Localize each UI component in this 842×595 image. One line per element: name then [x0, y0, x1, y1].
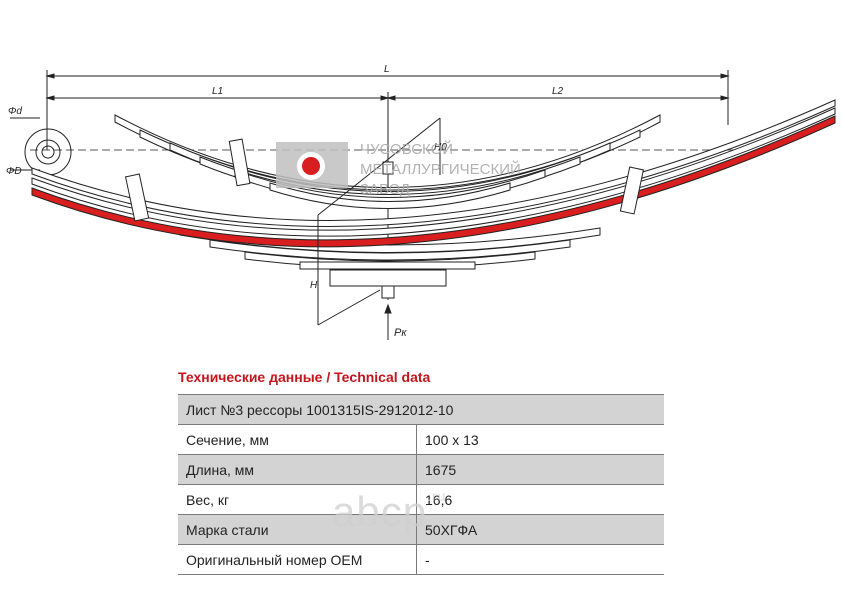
row-value: 100 х 13 [416, 424, 664, 455]
row-label: Длина, мм [178, 454, 417, 485]
table-header: Лист №3 рессоры 1001315IS-2912012-10 [178, 394, 664, 425]
dim-label-L1: L1 [212, 86, 223, 97]
logo-line-2: МЕТАЛЛУРГИЧЕСКИЙ [360, 160, 521, 178]
dim-label-d: Φd [8, 106, 22, 117]
row-value: - [416, 544, 664, 575]
dim-label-H0: H0 [434, 142, 447, 153]
row-label: Вес, кг [178, 484, 417, 515]
plant-logo: ЧУСОВСКОЙ МЕТАЛЛУРГИЧЕСКИЙ ЗАВОД [276, 140, 521, 198]
row-value: 16,6 [416, 484, 664, 515]
logo-line-1: ЧУСОВСКОЙ [360, 140, 453, 158]
row-value: 50ХГФА [416, 514, 664, 545]
watermark: abcp.ru [332, 488, 446, 536]
table-header-row: Лист №3 рессоры 1001315IS-2912012-10 [178, 394, 664, 425]
row-label: Оригинальный номер OEM [178, 544, 417, 575]
highlighted-leaf [31, 115, 836, 248]
dim-label-L2: L2 [552, 86, 564, 97]
row-label: Марка стали [178, 514, 417, 545]
table-row: Вес, кг 16,6 [178, 484, 664, 515]
clamp-right [619, 166, 645, 215]
watermark-text: abcp [332, 488, 428, 535]
dim-label-L: L [384, 64, 390, 75]
table-row: Оригинальный номер OEM - [178, 544, 664, 575]
table-row: Марка стали 50ХГФА [178, 514, 664, 545]
clamp-left [124, 173, 150, 222]
force-label: Рк [394, 327, 407, 339]
leaf-spring-drawing: L L1 L2 Φd ΦD H H0 Рк ЧУСОВСКОЙ МЕТАЛЛУР… [6, 64, 836, 340]
watermark-suffix: .ru [427, 488, 447, 504]
row-value: 1675 [416, 454, 664, 485]
row-label: Сечение, мм [178, 424, 417, 455]
dim-label-D: ΦD [6, 166, 22, 177]
section-title: Технические данные / Technical data [178, 369, 431, 385]
specs-table: Лист №3 рессоры 1001315IS-2912012-10 Сеч… [178, 394, 664, 575]
table-row: Сечение, мм 100 х 13 [178, 424, 664, 455]
dim-label-H: H [310, 280, 318, 291]
table-row: Длина, мм 1675 [178, 454, 664, 485]
logo-line-3: ЗАВОД [360, 181, 410, 198]
